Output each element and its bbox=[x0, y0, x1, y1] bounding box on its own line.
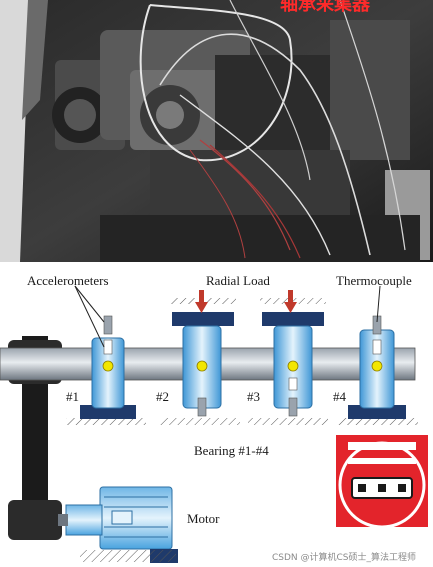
ground-hatch-4 bbox=[338, 418, 418, 425]
bearing-2 bbox=[172, 312, 234, 417]
radial-load-arrow-right bbox=[284, 290, 297, 313]
photo-caption: 轴承采集器 bbox=[280, 0, 371, 15]
ground-hatch-3 bbox=[248, 418, 328, 425]
label-bearing-2: #2 bbox=[156, 389, 169, 404]
pointer-line-thermo bbox=[376, 285, 381, 323]
bearing-1 bbox=[80, 315, 136, 419]
ground-hatch-2 bbox=[160, 418, 240, 425]
csdn-watermark: CSDN @计算机CS硕士_算法工程师 bbox=[272, 551, 416, 563]
radial-load-arrow-left bbox=[195, 290, 208, 313]
label-motor: Motor bbox=[187, 511, 220, 526]
label-radial-load: Radial Load bbox=[206, 273, 270, 288]
accelerometer-side-1 bbox=[103, 339, 113, 355]
test-rig-photo: 轴承采集器 bbox=[0, 0, 433, 262]
bearing-4 bbox=[348, 315, 406, 419]
label-accelerometers: Accelerometers bbox=[27, 273, 109, 288]
pointer-line-a bbox=[74, 285, 105, 323]
label-bearing-range: Bearing #1-#4 bbox=[194, 443, 269, 458]
red-overlay-badge bbox=[336, 435, 428, 529]
sensor-dot-3 bbox=[287, 360, 299, 372]
label-bearing-1: #1 bbox=[66, 389, 79, 404]
bearing-3 bbox=[262, 312, 324, 417]
label-thermocouple: Thermocouple bbox=[336, 273, 412, 288]
motor bbox=[58, 486, 178, 563]
accelerometer-top-1 bbox=[103, 315, 113, 335]
label-bearing-3: #3 bbox=[247, 389, 260, 404]
schematic-diagram: Accelerometers Radial Load Thermocouple … bbox=[0, 273, 418, 563]
ground-hatch-1 bbox=[66, 418, 146, 425]
pointer-line-b bbox=[74, 285, 105, 348]
label-bearing-4: #4 bbox=[333, 389, 347, 404]
sensor-dot-1 bbox=[102, 360, 114, 372]
sensor-dot-4 bbox=[371, 360, 383, 372]
motor-pulley bbox=[8, 500, 62, 540]
sensor-dot-2 bbox=[196, 360, 208, 372]
